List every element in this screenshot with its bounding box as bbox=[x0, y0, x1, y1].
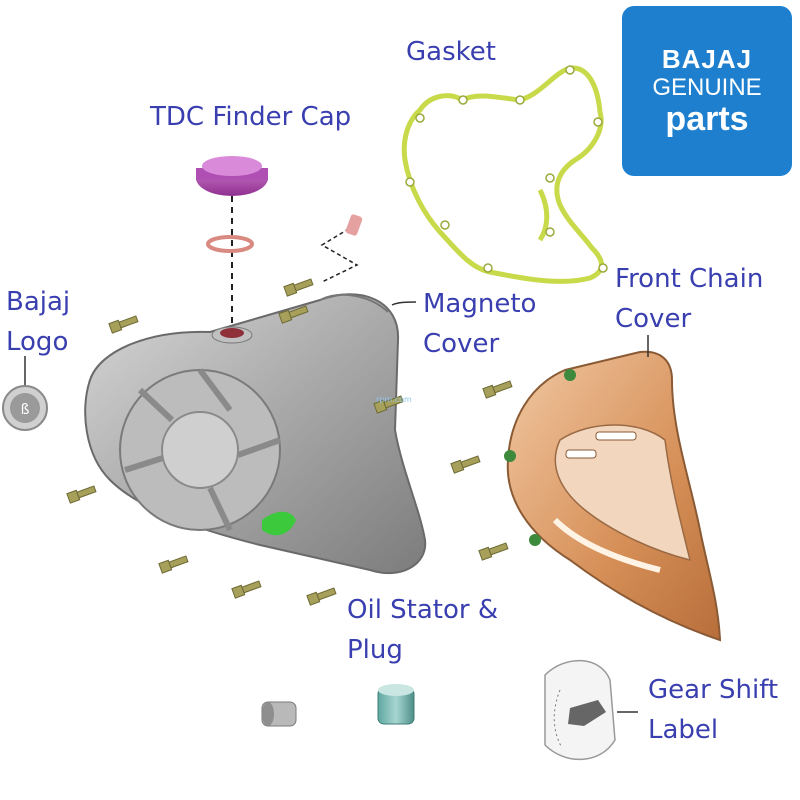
magneto-screw-part bbox=[320, 214, 363, 283]
label-front-chain-cover: Front Chain Cover bbox=[615, 264, 764, 334]
label-tdc-finder-cap: TDC Finder Cap bbox=[150, 102, 352, 132]
gasket-part bbox=[401, 65, 608, 284]
logo-genuine-text: GENUINE bbox=[652, 74, 762, 101]
gear-shift-label-part bbox=[544, 659, 616, 761]
bajaj-genuine-parts-logo: BAJAJ GENUINE parts bbox=[622, 6, 792, 176]
logo-parts-text: parts bbox=[665, 100, 749, 138]
label-gasket: Gasket bbox=[406, 37, 496, 67]
magneto-cover-part bbox=[84, 293, 427, 575]
mounting-bolts bbox=[66, 278, 513, 606]
label-bajaj-logo: Bajaj Logo bbox=[6, 287, 71, 357]
front-chain-cover-part bbox=[504, 350, 722, 642]
label-oil-stator-plug: Oil Stator & Plug bbox=[347, 595, 499, 665]
leader-lines bbox=[24, 301, 649, 713]
label-magneto-cover: Magneto Cover bbox=[423, 289, 537, 359]
oil-stator-plug-part bbox=[261, 684, 415, 727]
tdc-finder-cap-part bbox=[196, 156, 268, 330]
svg-text:ß: ß bbox=[21, 402, 30, 418]
bajaj-logo-badge-part: ß bbox=[2, 385, 48, 431]
label-gear-shift: Gear Shift Label bbox=[648, 675, 779, 745]
logo-brand-text: BAJAJ bbox=[661, 44, 753, 74]
watermark: rpm.com bbox=[376, 395, 412, 404]
